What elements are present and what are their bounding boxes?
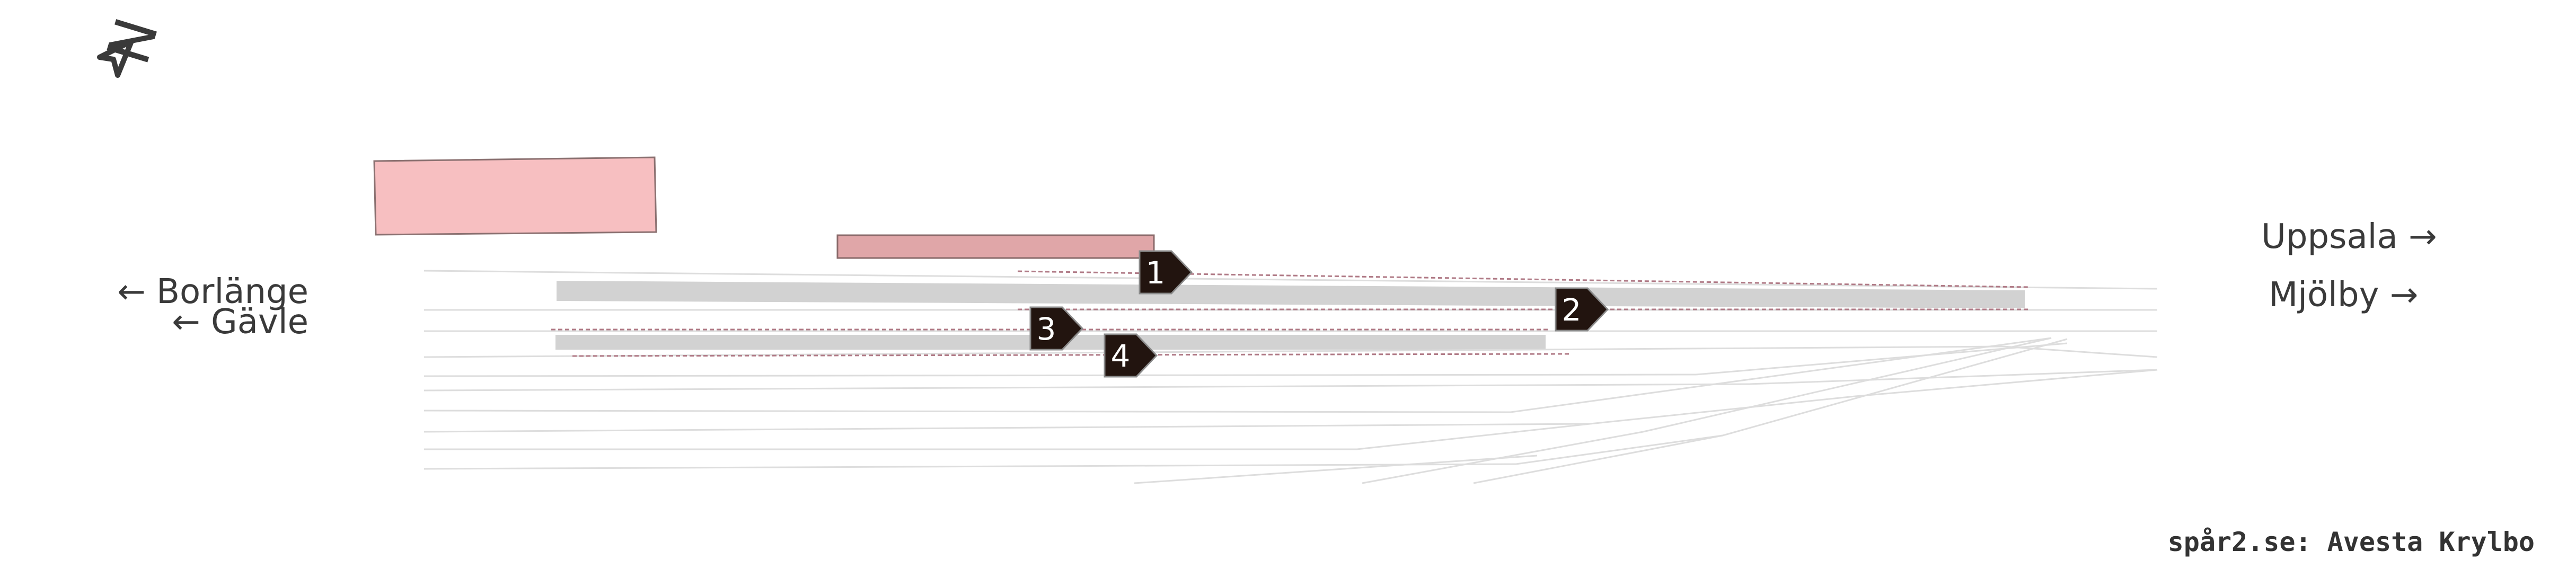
track-line [1749,369,2158,385]
track-line [1515,434,1723,465]
track-line [1722,338,2068,437]
station-building-large [373,156,657,236]
platform-track-4 [572,353,1569,357]
platform-marker-shape [1104,333,1158,378]
direction-borlange: ← Borlänge [117,272,308,312]
site-footer: spår2.se: Avesta Krylbo [2168,527,2535,557]
tracks [424,270,2158,484]
track-line [424,374,1697,377]
track-line [424,270,2158,290]
track-line [424,463,1516,470]
track-line [424,410,1511,413]
platform-marker-3: 3 [1029,306,1084,351]
direction-uppsala: Uppsala → [2261,217,2437,256]
platform-number: 1 [1146,255,1166,291]
north-arrow-icon [97,39,134,78]
track-line [424,423,1591,433]
direction-mjolby: Mjölby → [2269,275,2418,315]
platform-marker-shape [1029,306,1084,351]
platform-marker-2: 2 [1555,287,1609,332]
track-line [2003,345,2158,358]
track-line [1643,337,2052,433]
track-line [424,383,1750,392]
platform-marker-shape [1555,287,1609,332]
platform-marker-1: 1 [1139,250,1193,295]
compass: N [94,10,172,78]
track-line [1362,431,1644,484]
direction-gavle: ← Gävle [172,303,308,342]
platform-marker-4: 4 [1104,333,1158,378]
north-letter: N [94,10,171,72]
track-line [1134,455,1538,484]
platform-upper [557,281,2025,308]
track-line [1356,423,1591,450]
platform-number: 3 [1037,311,1056,347]
platform-marker-shape [1139,250,1193,295]
platform-number: 4 [1111,338,1131,374]
platform-number: 2 [1562,292,1582,328]
track-line [1510,337,2052,413]
station-building-small [836,234,1155,259]
track-line [1590,395,1856,425]
track-line [1473,434,1723,484]
track-line [424,345,2004,358]
track-line [1855,369,2158,397]
